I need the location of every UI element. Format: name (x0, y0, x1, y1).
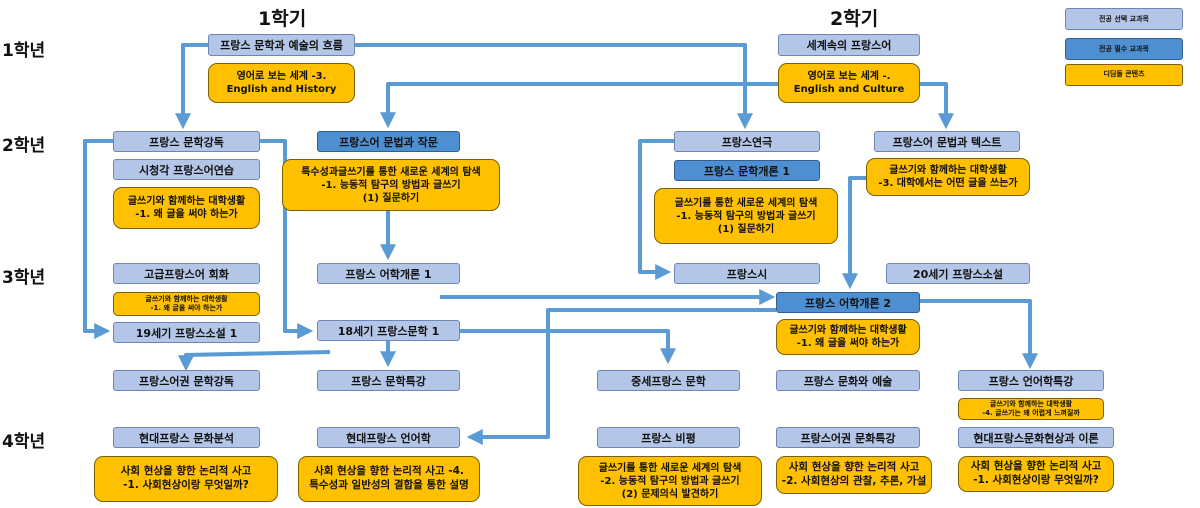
arrow-eng-to-grammar (380, 82, 778, 129)
semester-1-header: 1학기 (258, 8, 307, 30)
content-new-world-2[interactable]: 글쓰기를 통한 새로운 세계의 탐색 -2. 능동적 탐구의 방법과 글쓰기 (… (578, 456, 762, 506)
course-ling-intro-2[interactable]: 프랑스 어학개론 2 (776, 292, 920, 313)
course-lit-intro-1[interactable]: 프랑스 문학개론 1 (674, 160, 820, 181)
course-poetry[interactable]: 프랑스시 (674, 263, 820, 284)
arrow-eng-to-gramtext (920, 82, 954, 130)
content-writing-1-small[interactable]: 글쓰기와 함께하는 대학생활 -1. 왜 글을 써야 하는가 (113, 292, 260, 316)
arrow-ling2-to-lingspecial (920, 299, 1038, 370)
arrow-lit18-to-francoread (178, 350, 331, 372)
content-writing-4[interactable]: 글쓰기와 함께하는 대학생활 -4. 글쓰기는 왜 어렵게 느껴질까 (958, 398, 1104, 420)
course-french-in-world[interactable]: 세계속의 프랑스어 (778, 34, 920, 56)
course-medieval-lit[interactable]: 중세프랑스 문학 (597, 370, 740, 391)
course-ling-special[interactable]: 프랑스 언어학특강 (958, 370, 1104, 391)
course-lit-art-flow[interactable]: 프랑스 문학과 예술의 흐름 (208, 34, 355, 56)
legend-elective: 전공 선택 교과목 (1065, 8, 1183, 30)
content-writing-1[interactable]: 글쓰기와 함께하는 대학생활 -1. 왜 글을 써야 하는가 (113, 187, 260, 229)
semester-2-header: 2학기 (830, 8, 879, 30)
course-adv-conversation[interactable]: 고급프랑스어 회화 (113, 263, 260, 284)
course-theatre[interactable]: 프랑스연극 (674, 131, 820, 152)
course-lit-18c[interactable]: 18세기 프랑스문학 1 (317, 320, 460, 341)
content-english-history[interactable]: 영어로 보는 세계 -3. English and History (208, 63, 355, 103)
course-culture-art[interactable]: 프랑스 문화와 예술 (776, 370, 920, 391)
course-novel-19c[interactable]: 19세기 프랑스소설 1 (113, 322, 260, 343)
content-writing-1-b[interactable]: 글쓰기와 함께하는 대학생활 -1. 왜 글을 써야 하는가 (776, 319, 920, 355)
year-4-label: 4학년 (2, 432, 46, 452)
content-writing-3[interactable]: 글쓰기와 함께하는 대학생활 -3. 대학에서는 어떤 글을 쓰는가 (866, 158, 1030, 196)
year-1-label: 1학년 (2, 41, 46, 61)
course-modern-ling[interactable]: 현대프랑스 언어학 (317, 427, 460, 448)
course-francophone-reading[interactable]: 프랑스어권 문학강독 (113, 370, 260, 391)
legend-stepping: 디딤돌 콘텐츠 (1065, 64, 1183, 86)
course-culture-analysis[interactable]: 현대프랑스 문화분석 (113, 427, 260, 448)
arrow-ling2-to-modernling (466, 308, 776, 445)
arrow-gramtext-to-ling2 (842, 176, 868, 290)
arrow-theatre-to-poetry (638, 139, 674, 280)
course-audiovisual-french[interactable]: 시청각 프랑스어연습 (113, 159, 260, 180)
course-grammar-writing[interactable]: 프랑스어 문법과 작문 (317, 131, 460, 152)
course-criticism[interactable]: 프랑스 비평 (597, 427, 740, 448)
legend-required: 전공 필수 교과목 (1065, 38, 1183, 60)
content-logic-1-b[interactable]: 사회 현상을 향한 논리적 사고 -1. 사회현상이랑 무엇일까? (958, 456, 1114, 492)
course-novel-20c[interactable]: 20세기 프랑스소설 (886, 263, 1030, 284)
course-lit-special[interactable]: 프랑스 문학특강 (317, 370, 460, 391)
course-francophone-culture[interactable]: 프랑스어권 문화특강 (776, 427, 920, 448)
content-new-world-1[interactable]: 글쓰기를 통한 새로운 세계의 탐색 -1. 능동적 탐구의 방법과 글쓰기 (… (654, 188, 838, 244)
arrow-lit18-to-medieval (460, 329, 676, 365)
content-logic-1[interactable]: 사회 현상을 향한 논리적 사고 -1. 사회현상이랑 무엇일까? (94, 456, 278, 502)
arrow-litread-to-lit18 (260, 139, 314, 339)
course-lit-reading[interactable]: 프랑스 문학강독 (113, 131, 260, 152)
content-logic-2[interactable]: 사회 현상을 향한 논리적 사고 -2. 사회현상의 관찰, 추론, 가설 (776, 456, 932, 494)
course-grammar-text[interactable]: 프랑스어 문법과 텍스트 (874, 131, 1020, 152)
course-ling-intro-1[interactable]: 프랑스 어학개론 1 (317, 263, 460, 284)
arrow-flow-to-litread (175, 43, 208, 130)
course-phenomena-theory[interactable]: 현대프랑스문화현상과 이론 (958, 427, 1114, 448)
year-3-label: 3학년 (2, 268, 46, 288)
content-english-culture[interactable]: 영어로 보는 세계 -. English and Culture (778, 63, 920, 103)
content-logic-4[interactable]: 사회 현상을 향한 논리적 사고 -4. 특수성과 일반성의 결합을 통한 설명 (298, 456, 480, 502)
content-special-writing[interactable]: 특수성과글쓰기를 통한 새로운 세계의 탐색 -1. 능동적 탐구의 방법과 글… (282, 159, 500, 211)
year-2-label: 2학년 (2, 136, 46, 156)
arrow-litread-to-novel19 (83, 139, 113, 339)
arrow-flow-to-theatre (355, 43, 753, 130)
